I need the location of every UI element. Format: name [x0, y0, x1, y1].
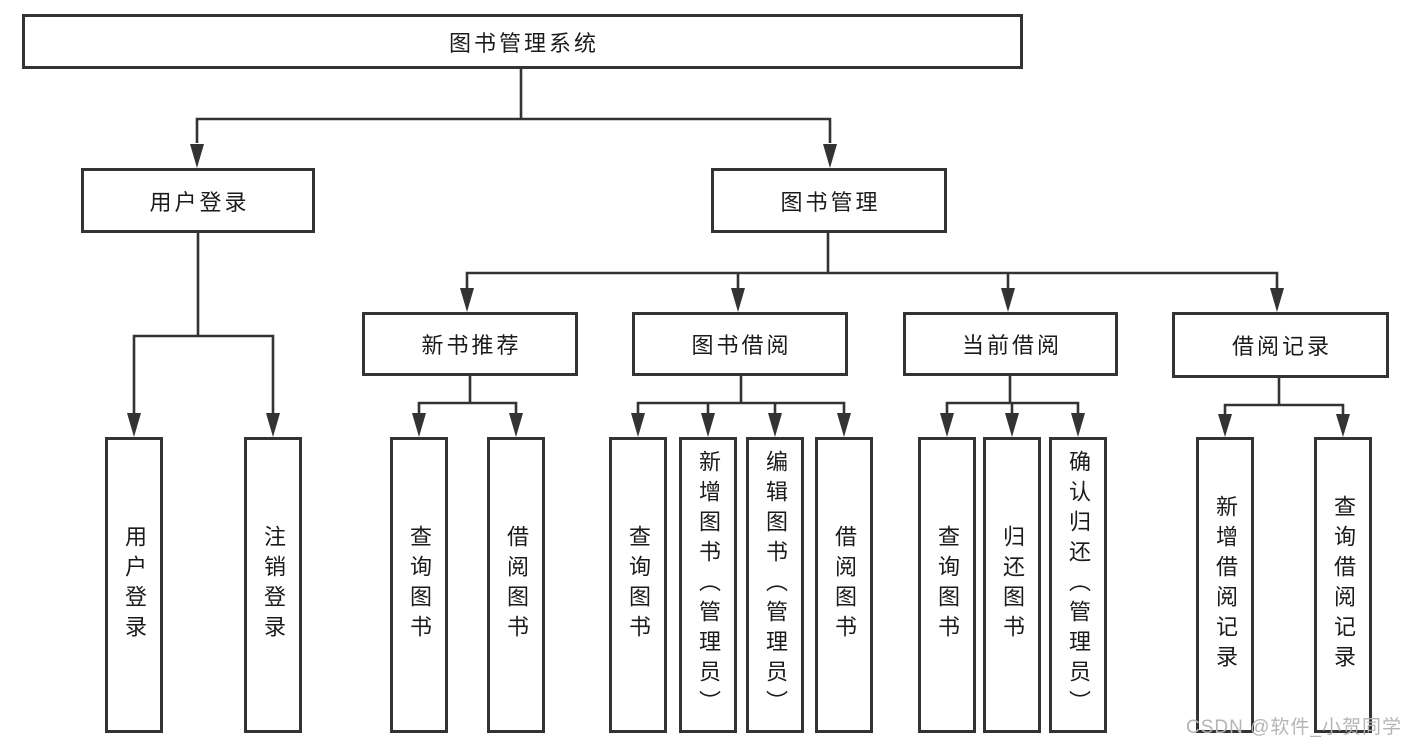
- leaf-logout: 注销登录: [244, 437, 302, 733]
- node-label: 图书借阅: [691, 333, 792, 358]
- node-label: 注销登录: [261, 525, 286, 645]
- node-borrow-records: 借阅记录: [1172, 312, 1389, 378]
- tree-edges: [132, 69, 1345, 415]
- node-label: 新书推荐: [421, 333, 522, 358]
- node-label: 新增图书（管理员）: [696, 450, 721, 720]
- leaf-query-books-borrow: 查询图书: [609, 437, 667, 733]
- csdn-watermark: CSDN @软件_小贺同学: [1186, 717, 1402, 738]
- leaf-query-borrow-record: 查询借阅记录: [1314, 437, 1372, 733]
- node-label: 用户登录: [149, 189, 250, 215]
- leaf-add-borrow-record: 新增借阅记录: [1196, 437, 1254, 733]
- node-label: 借阅图书: [832, 525, 857, 645]
- leaf-add-books-admin: 新增图书（管理员）: [679, 437, 737, 733]
- node-user-login: 用户登录: [81, 168, 315, 233]
- leaf-edit-books-admin: 编辑图书（管理员）: [746, 437, 804, 733]
- leaf-confirm-return-admin: 确认归还（管理员）: [1049, 437, 1107, 733]
- node-label: 图书管理系统: [448, 30, 599, 56]
- leaf-borrow-books: 借阅图书: [815, 437, 873, 733]
- node-label: 当前借阅: [961, 333, 1062, 358]
- node-book-borrow: 图书借阅: [632, 312, 848, 376]
- node-label: 查询图书: [407, 525, 432, 645]
- leaf-query-books-recommend: 查询图书: [390, 437, 448, 733]
- node-library-management-system: 图书管理系统: [22, 14, 1023, 69]
- node-label: 图书管理: [780, 189, 881, 215]
- node-current-borrow: 当前借阅: [903, 312, 1118, 376]
- node-label: 借阅图书: [504, 525, 529, 645]
- node-label: 归还图书: [1000, 525, 1025, 645]
- node-label: 新增借阅记录: [1213, 495, 1238, 675]
- leaf-user-login: 用户登录: [105, 437, 163, 733]
- leaf-return-books: 归还图书: [983, 437, 1041, 733]
- node-label: 查询借阅记录: [1331, 495, 1356, 675]
- leaf-query-books-current: 查询图书: [918, 437, 976, 733]
- node-label: 查询图书: [935, 525, 960, 645]
- node-label: 确认归还（管理员）: [1066, 450, 1091, 720]
- node-label: 借阅记录: [1231, 334, 1332, 359]
- arrowhead-icons: [127, 144, 1350, 437]
- node-label: 编辑图书（管理员）: [763, 450, 788, 720]
- node-new-book-recommend: 新书推荐: [362, 312, 578, 376]
- node-label: 用户登录: [122, 525, 147, 645]
- leaf-borrow-books-recommend: 借阅图书: [487, 437, 545, 733]
- node-book-management: 图书管理: [711, 168, 947, 233]
- node-label: 查询图书: [626, 525, 651, 645]
